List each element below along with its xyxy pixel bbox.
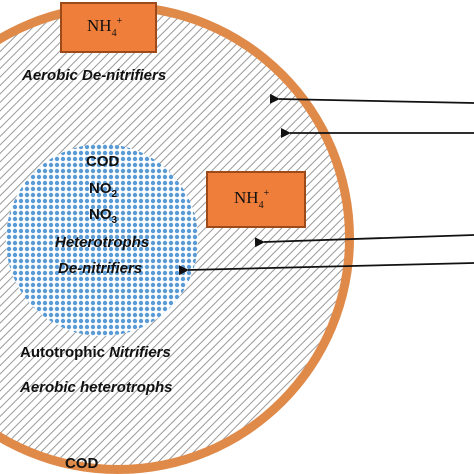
nh4-side-box: NH4+ (206, 171, 306, 228)
autotrophic-nitrifiers-label: Autotrophic Nitrifiers (20, 344, 171, 361)
no3-label: NO3 (89, 206, 118, 226)
heterotrophs-label: Heterotrophs (55, 234, 149, 251)
aerobic-heterotrophs-label: Aerobic heterotrophs (19, 379, 173, 396)
arrow-icon (178, 262, 474, 276)
aerobic-denitrifiers-label: Aerobic De-nitrifiers (21, 67, 166, 84)
denitrifiers-label: De-nitrifiers (58, 260, 142, 277)
cod-bottom-label: COD (65, 455, 99, 472)
anoxic-core (6, 144, 198, 336)
arrow-icon (269, 93, 474, 104)
arrow-icon (254, 234, 474, 248)
nh4-top-box: NH4+ (60, 2, 157, 53)
nh4-top-label: NH4+ (87, 16, 123, 39)
no2-label: NO2 (89, 180, 118, 200)
nh4-side-label: NH4+ (234, 188, 270, 211)
inner-cod-label: COD (86, 153, 120, 170)
